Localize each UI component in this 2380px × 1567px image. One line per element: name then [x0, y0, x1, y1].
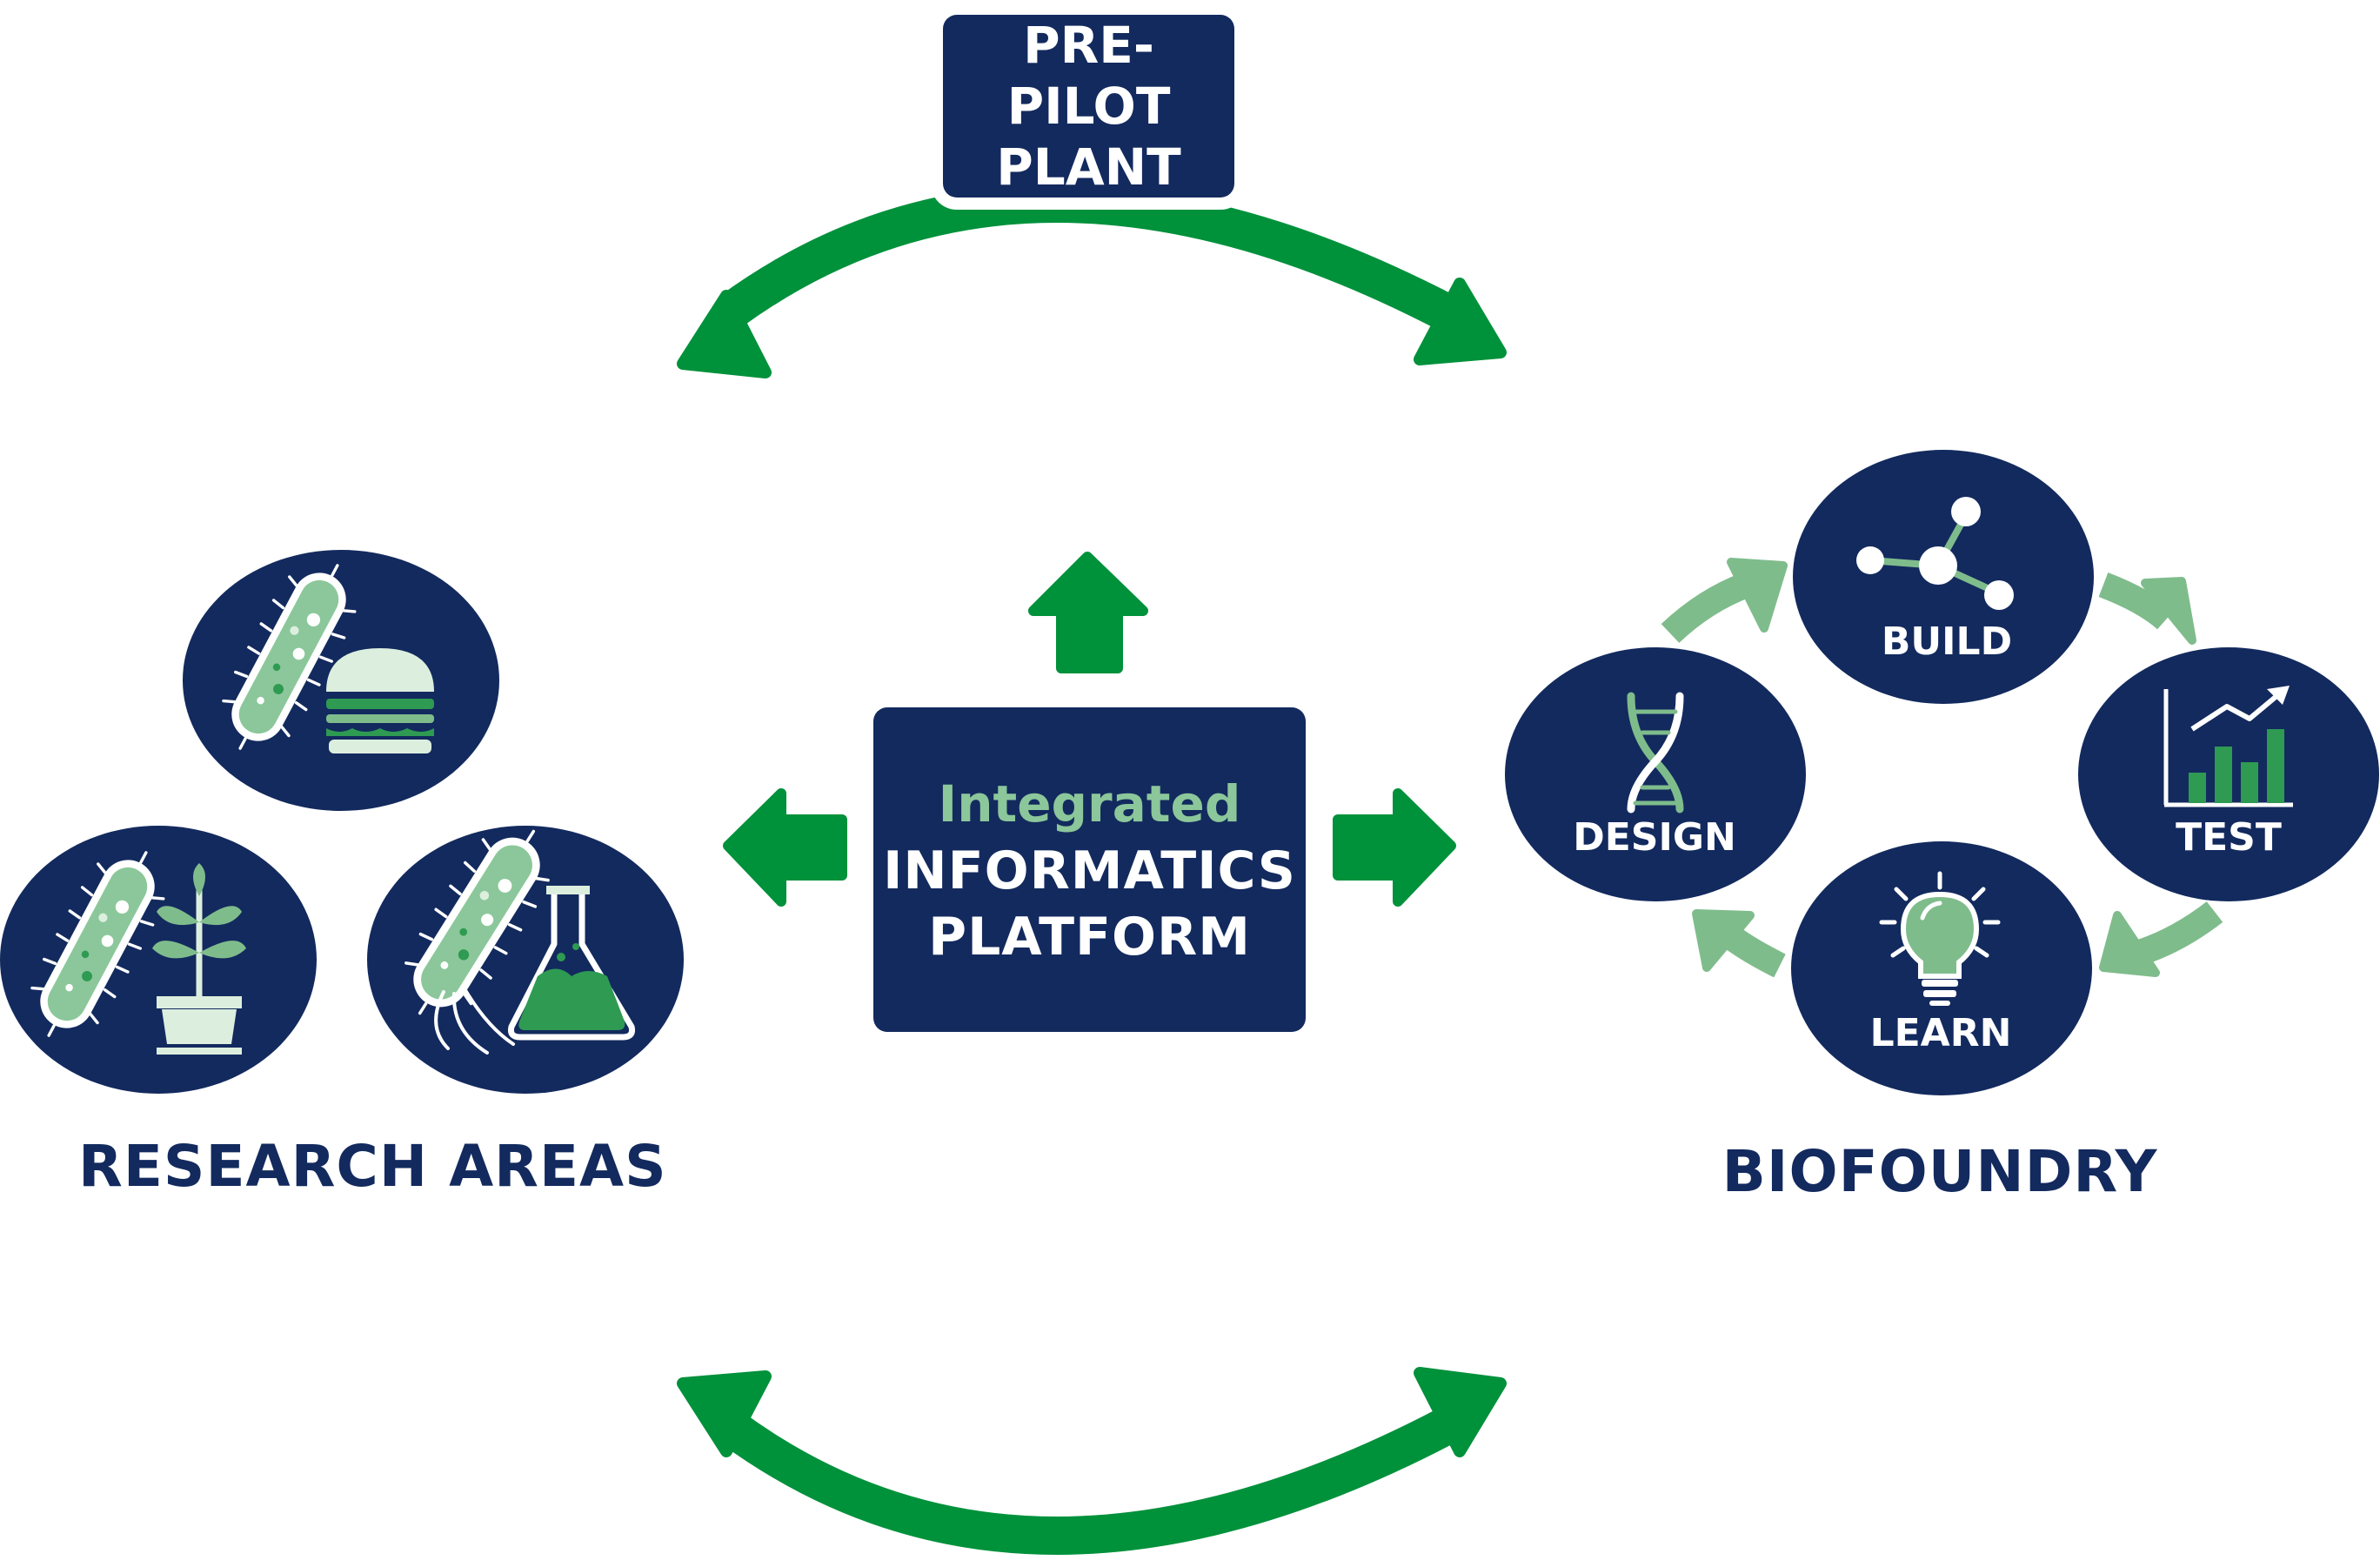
platform-line1: INFORMATICS — [883, 840, 1296, 901]
top-cycle-arrow — [677, 184, 1507, 378]
bar-chart-icon — [2163, 686, 2293, 807]
pre-pilot-plant-box: PRE-PILOT PLANT — [943, 15, 1234, 198]
cycle-arrow-test-to-learn — [2099, 901, 2223, 977]
molecule-icon — [1856, 497, 2014, 610]
research-area-plants — [0, 826, 317, 1094]
plant-icon — [152, 863, 246, 1055]
lightbulb-icon — [1879, 871, 2001, 1006]
research-areas-caption: RESEARCH AREAS — [78, 1133, 667, 1200]
dna-icon — [1627, 692, 1684, 814]
research-area-food — [183, 546, 499, 811]
pre-pilot-line2: PLANT — [996, 137, 1181, 197]
step-label-learn: LEARN — [1869, 1011, 2012, 1055]
step-circle-design — [1505, 647, 1806, 901]
cycle-arrow-learn-to-design — [1692, 909, 1786, 978]
arrow-up — [1028, 552, 1148, 673]
arrow-left — [723, 788, 847, 907]
pre-pilot-line1: PRE-PILOT — [1006, 16, 1171, 136]
step-label-test: TEST — [2176, 815, 2282, 860]
burger-icon — [326, 648, 434, 753]
step-circle-test — [2078, 647, 2379, 901]
platform-line2: PLATFORM — [928, 906, 1251, 968]
step-circle-build — [1793, 450, 2094, 704]
platform-subtitle: Integrated — [938, 773, 1241, 834]
step-label-build: BUILD — [1881, 619, 2013, 664]
biofoundry-caption: BIOFOUNDRY — [1721, 1138, 2158, 1205]
step-circle-learn — [1791, 841, 2092, 1095]
research-area-lab — [367, 809, 684, 1094]
cycle-arrow-design-to-build — [1661, 558, 1788, 643]
arrow-right — [1333, 788, 1456, 907]
bottom-cycle-arrow — [677, 1367, 1507, 1555]
step-label-design: DESIGN — [1573, 815, 1736, 860]
informatics-platform-box: Integrated INFORMATICS PLATFORM — [873, 707, 1306, 1032]
cycle-arrow-build-to-test — [2098, 572, 2196, 645]
flask-icon — [508, 886, 635, 1041]
